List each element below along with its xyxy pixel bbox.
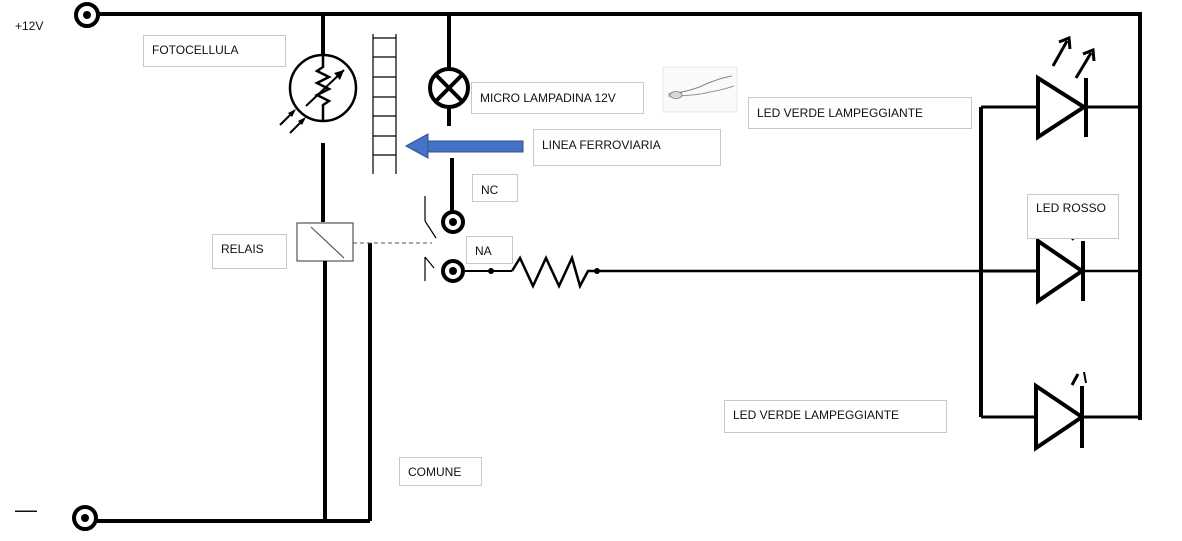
- supply-positive-label: +12V: [15, 19, 44, 33]
- led-green-top: [1036, 35, 1096, 141]
- lamp-symbol: [428, 67, 470, 109]
- supply-negative-label: —: [15, 497, 37, 522]
- terminal-na: [441, 259, 465, 283]
- relay-switch: [424, 196, 437, 281]
- label-led-verde-bottom: LED VERDE LAMPEGGIANTE: [724, 400, 947, 433]
- train-arrow: [404, 133, 524, 159]
- label-nc: NC: [472, 174, 518, 202]
- label-comune: COMUNE: [399, 457, 482, 486]
- label-na: NA: [466, 236, 513, 264]
- label-relais: RELAIS: [212, 234, 287, 269]
- micro-bulb-photo: [662, 66, 738, 113]
- led-green-bottom: [1034, 371, 1087, 452]
- terminal-negative: [72, 505, 98, 531]
- railway-track: [372, 34, 397, 174]
- terminal-positive: [74, 2, 100, 28]
- label-fotocellula: FOTOCELLULA: [143, 35, 286, 67]
- resistor-symbol: [510, 254, 597, 290]
- label-linea-ferroviaria: LINEA FERROVIARIA: [533, 129, 721, 166]
- terminal-nc: [441, 210, 465, 234]
- led-red: [1036, 235, 1086, 305]
- relay-coil: [296, 222, 354, 262]
- label-led-verde-top: LED VERDE LAMPEGGIANTE: [748, 97, 972, 129]
- label-led-rosso: LED ROSSO: [1027, 194, 1119, 239]
- photocell-symbol: [279, 53, 358, 134]
- label-micro-lampadina: MICRO LAMPADINA 12V: [471, 82, 644, 114]
